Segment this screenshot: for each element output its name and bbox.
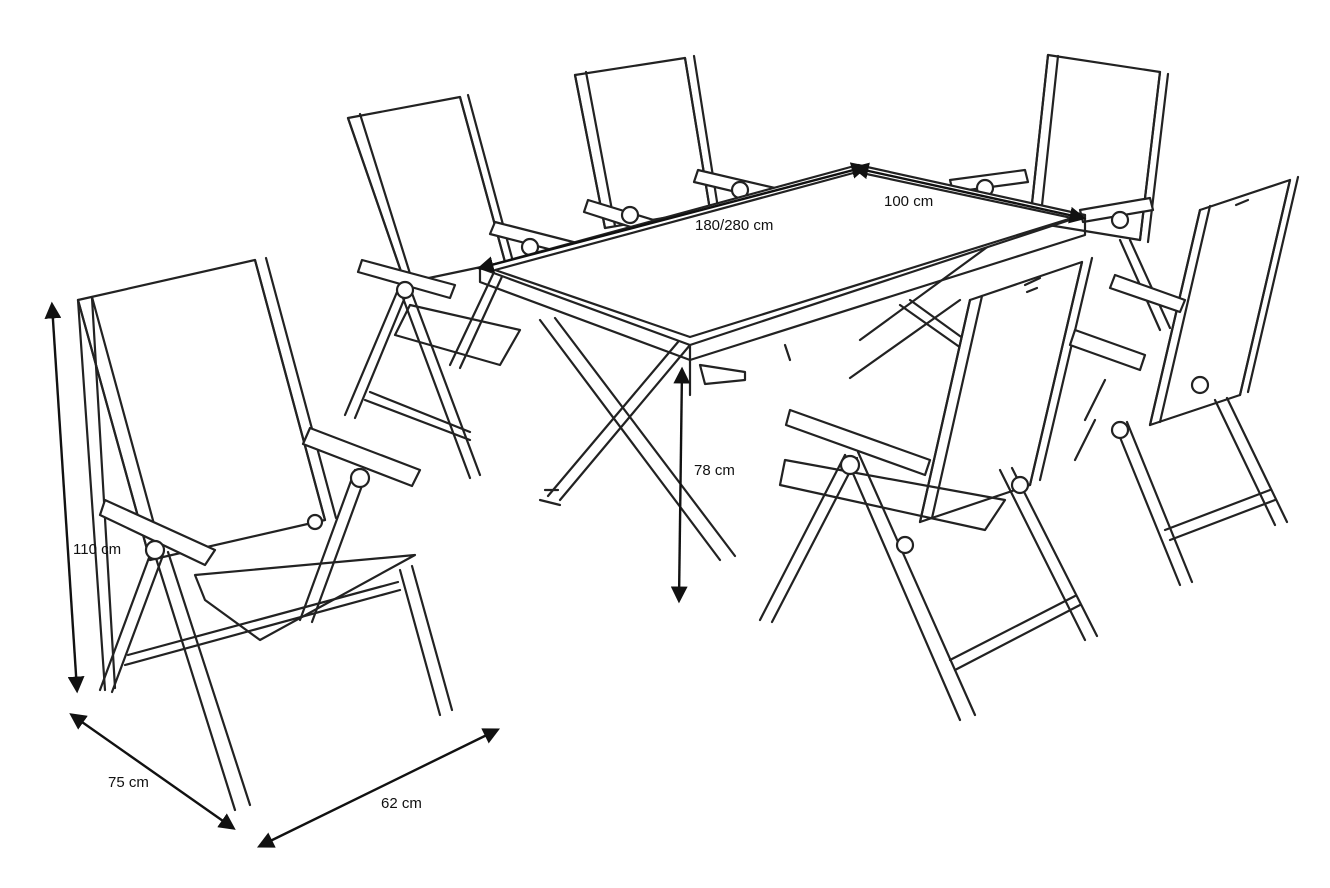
chair-back-left bbox=[343, 93, 587, 480]
chair-front-left bbox=[76, 256, 454, 812]
dim-chair-height bbox=[44, 301, 85, 694]
dim-chair-depth bbox=[69, 713, 236, 830]
chair-front-middle bbox=[758, 256, 1099, 722]
dim-table-width bbox=[851, 162, 1087, 224]
label-table-length: 180/280 cm bbox=[695, 217, 773, 234]
dim-table-length bbox=[476, 162, 869, 273]
label-chair-height: 110 cm bbox=[73, 541, 121, 558]
label-chair-width: 62 cm bbox=[381, 795, 422, 812]
dimension-labels: 110 cm 75 cm 62 cm 180/280 cm 100 cm 78 … bbox=[73, 193, 933, 812]
chair-front-right bbox=[1068, 175, 1300, 587]
dim-chair-width bbox=[256, 728, 501, 848]
dimension-lines bbox=[44, 162, 1087, 848]
dim-table-height bbox=[670, 366, 691, 604]
label-chair-depth: 75 cm bbox=[108, 774, 149, 791]
label-table-width: 100 cm bbox=[884, 193, 933, 210]
label-table-height: 78 cm bbox=[694, 462, 735, 479]
